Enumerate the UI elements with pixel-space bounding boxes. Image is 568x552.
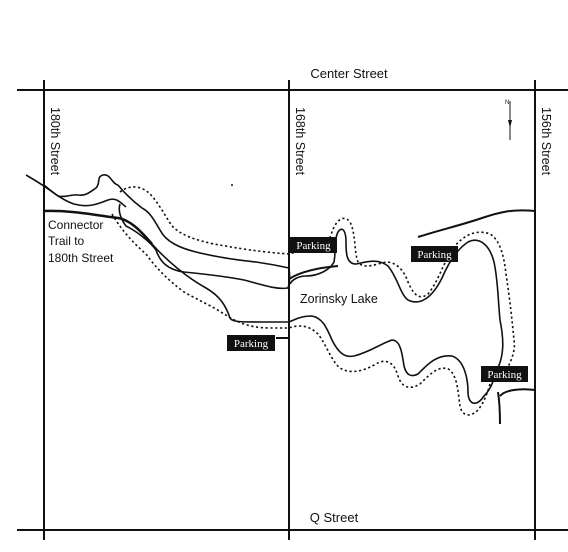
parking-badge-4: Parking [481, 366, 528, 382]
parking-badge-1: Parking [290, 237, 337, 253]
connector-road [43, 209, 153, 245]
lake-name: Zorinsky Lake [300, 292, 378, 306]
road-east-2 [497, 388, 536, 425]
street-grid [17, 80, 568, 540]
trail-south-side [111, 213, 493, 416]
road-east-1 [417, 209, 536, 238]
q-street-label: Q Street [310, 510, 359, 525]
map-speck [231, 184, 233, 186]
svg-text:Parking: Parking [417, 249, 452, 261]
svg-text:Parking: Parking [487, 369, 522, 381]
road-to-parking-1 [288, 265, 339, 280]
lake-main-shore [151, 228, 504, 404]
svg-text:Parking: Parking [234, 338, 269, 350]
center-street-label: Center Street [310, 66, 388, 81]
parking-badge-3: Parking [227, 335, 275, 351]
creek-west-2 [43, 184, 127, 208]
180th-street-label: 180th Street [48, 107, 62, 176]
creek-west [25, 174, 119, 198]
trail-north-side [119, 186, 516, 373]
north-arrow-icon: N [505, 100, 512, 140]
lake-upper-shore [117, 184, 291, 290]
156th-street-label: 156th Street [539, 107, 553, 176]
connector-label-3: 180th Street [48, 251, 114, 265]
connector-label-1: Connector [48, 218, 103, 232]
svg-text:N: N [505, 100, 509, 106]
connector-label-2: Trail to [48, 234, 85, 248]
parking-badge-2: Parking [411, 246, 458, 262]
svg-text:Parking: Parking [296, 240, 331, 252]
trail-dotted [111, 186, 516, 416]
168th-street-label: 168th Street [293, 107, 307, 176]
